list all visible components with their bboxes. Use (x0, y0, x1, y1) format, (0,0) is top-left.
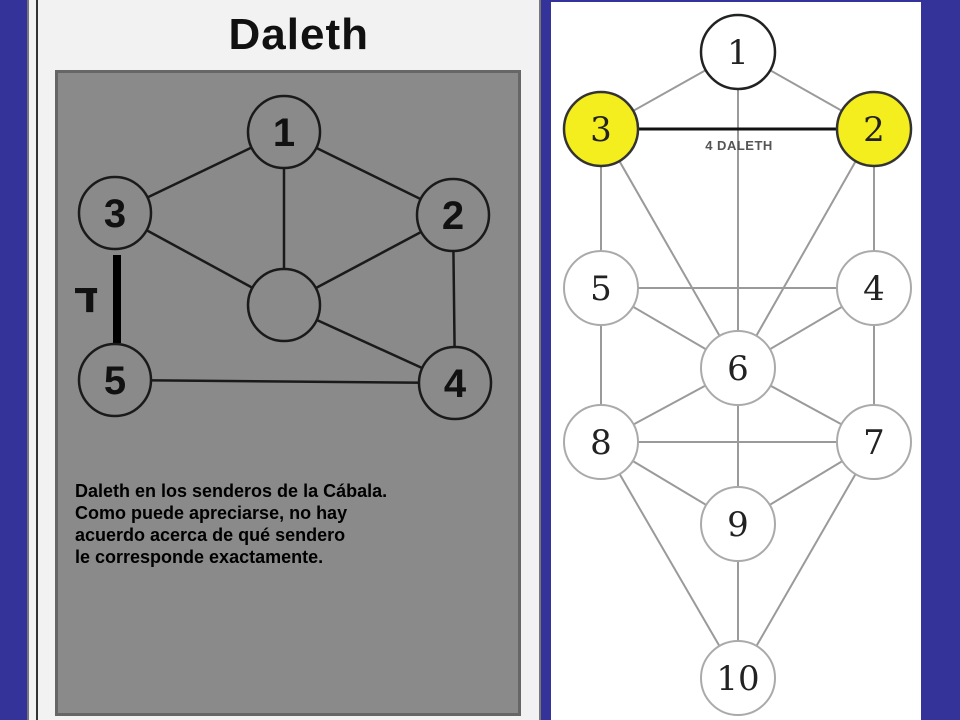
caption-line: Como puede apreciarse, no hay (75, 503, 348, 523)
tree-node-3-label: 3 (590, 110, 612, 150)
card-title: Daleth (228, 10, 369, 59)
daleth-path-label: 4 DALETH (705, 138, 773, 153)
tree-node-6 (700, 330, 776, 406)
tree-node-10 (700, 640, 776, 716)
tree-node-5-label: 5 (590, 269, 612, 309)
card-inner-frame (36, 0, 534, 720)
tree-path-7-10 (737, 441, 875, 679)
hebrew-letter-daleth: ד (73, 272, 99, 323)
caption-line: acuerdo acerca de qué sendero (75, 525, 346, 545)
left-node-1-label: 1 (273, 111, 295, 155)
tree-node-8 (563, 404, 639, 480)
tree-path-8-10 (600, 441, 739, 679)
caption-line: Daleth en los senderos de la Cábala. (75, 481, 388, 501)
tree-node-10-label: 10 (716, 659, 759, 699)
left-node-5-label: 5 (104, 359, 126, 403)
left-node-5 (77, 342, 153, 418)
tree-node-1-label: 1 (727, 33, 749, 73)
tree-node-2-highlighted (835, 90, 913, 168)
left-node-2-label: 2 (442, 194, 464, 238)
tree-node-9-label: 9 (727, 505, 749, 545)
tree-node-9 (700, 486, 776, 562)
left-node-3-label: 3 (104, 192, 126, 236)
tree-path-2-6 (737, 128, 875, 369)
left-node-1 (246, 94, 322, 170)
caption-text: Daleth en los senderos de la Cábala. Com… (75, 480, 515, 568)
caption-line: le corresponde exactamente. (75, 547, 324, 567)
tree-of-life-panel: 4 DALETH 1 3 2 5 4 6 8 7 9 10 (551, 2, 921, 720)
left-path-diagram: 1 3 2 5 4 ד (73, 94, 493, 421)
tree-path-3-6 (600, 128, 739, 369)
path-5-4 (114, 378, 456, 385)
left-node-center (246, 267, 322, 343)
tree-node-1 (699, 13, 777, 91)
left-node-4 (417, 345, 493, 421)
tree-node-2-label: 2 (863, 110, 885, 150)
tree-node-7-label: 7 (863, 423, 885, 463)
tree-node-5 (563, 250, 639, 326)
tree-node-4-label: 4 (863, 269, 885, 309)
left-node-3 (77, 175, 153, 251)
tree-node-6-label: 6 (727, 349, 749, 389)
left-node-4-label: 4 (444, 362, 467, 406)
tree-node-8-label: 8 (590, 423, 612, 463)
tree-node-3-highlighted (562, 90, 640, 168)
tree-node-7 (836, 404, 912, 480)
tree-of-life-diagram: 4 DALETH 1 3 2 5 4 6 8 7 9 10 (562, 13, 913, 716)
tree-node-4 (836, 250, 912, 326)
left-node-2 (415, 177, 491, 253)
